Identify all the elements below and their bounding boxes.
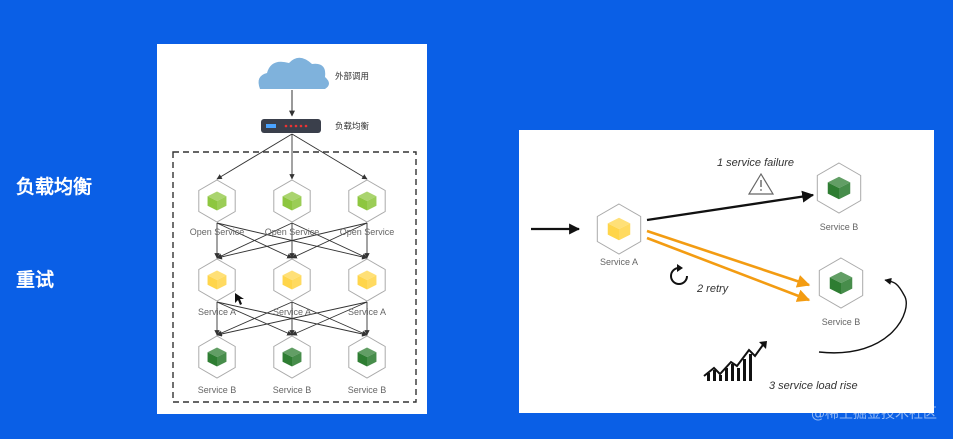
warning-icon xyxy=(747,172,775,195)
mesh-edge-1-1-0 xyxy=(216,301,293,336)
service-a-node-1 xyxy=(198,258,236,302)
service-b-label-2: Service B xyxy=(273,385,312,395)
open-service-label-2: Open Service xyxy=(265,227,320,237)
retry-icon xyxy=(670,264,688,285)
service-a-node xyxy=(596,203,642,255)
cloud-label: 外部调用 xyxy=(335,71,369,82)
cluster-boundary xyxy=(172,151,417,403)
retry-arrow-1 xyxy=(646,229,811,288)
service-b-node-3 xyxy=(348,335,386,379)
mesh-edge-0-2-1 xyxy=(291,222,368,259)
mesh-edge-0-1-0 xyxy=(216,222,293,259)
service-b-node-1 xyxy=(198,335,236,379)
service-b-top-node xyxy=(816,162,862,214)
service-b-bottom-node xyxy=(818,257,864,309)
service-b-label-1: Service B xyxy=(198,385,237,395)
load-balancer-icon xyxy=(261,119,321,133)
step2-label: 2 retry xyxy=(696,283,730,295)
service-a-label: Service A xyxy=(600,257,638,267)
mesh-edge-1-2-0 xyxy=(216,301,368,337)
mesh-edge-1-2-1 xyxy=(291,301,368,336)
open-service-node-2 xyxy=(273,179,311,223)
service-a-label-1: Service A xyxy=(198,307,236,317)
service-a-label-2: Service A xyxy=(273,307,311,317)
service-b-bottom-label: Service B xyxy=(822,317,861,327)
balancer-edge-3 xyxy=(291,133,368,180)
step3-label: 3 service load rise xyxy=(769,380,858,392)
load-balancing-diagram: 外部调用 负载均衡 Open Service Open Service Open… xyxy=(157,44,427,414)
load-rise-arrow xyxy=(818,277,907,354)
step1-label: 1 service failure xyxy=(717,157,794,169)
load-balancing-label: 负载均衡 xyxy=(16,176,93,198)
mesh-edge-0-2-0 xyxy=(216,222,368,260)
service-a-label-3: Service A xyxy=(348,307,386,317)
open-service-label-1: Open Service xyxy=(190,227,245,237)
service-a-node-3 xyxy=(348,258,386,302)
retry-arrow-2 xyxy=(646,236,811,302)
service-b-node-2 xyxy=(273,335,311,379)
failure-arrow xyxy=(646,190,815,222)
load-spike-icon xyxy=(703,341,767,381)
mouse-cursor-icon xyxy=(235,293,244,305)
retry-label: 重试 xyxy=(16,269,55,291)
open-service-label-3: Open Service xyxy=(340,227,395,237)
service-a-node-2 xyxy=(273,258,311,302)
watermark: @稀土掘金技术社区 xyxy=(811,406,937,422)
balancer-edge-1 xyxy=(216,133,293,180)
service-b-top-label: Service B xyxy=(820,222,859,232)
balancer-label: 负载均衡 xyxy=(335,121,370,132)
open-service-node-1 xyxy=(198,179,236,223)
service-b-label-3: Service B xyxy=(348,385,387,395)
open-service-node-3 xyxy=(348,179,386,223)
cloud-icon xyxy=(258,57,329,89)
retry-diagram: Service A Service B Service B 1 service … xyxy=(519,130,934,413)
